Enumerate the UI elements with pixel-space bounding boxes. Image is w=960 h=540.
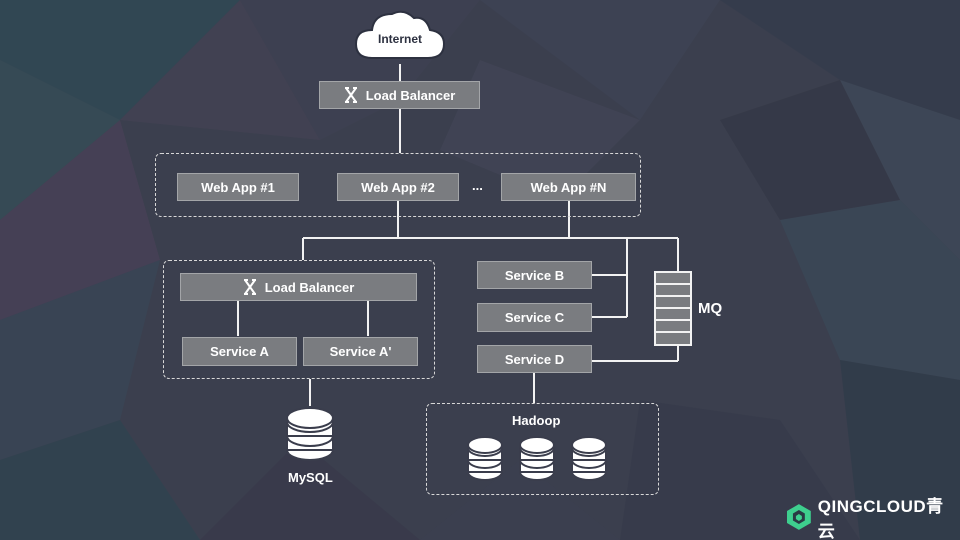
hadoop-database-icon-1 (467, 436, 503, 481)
web-app-2: Web App #2 (337, 173, 459, 201)
qingcloud-logo-icon (786, 504, 811, 530)
web-app-2-label: Web App #2 (361, 179, 435, 195)
service-a: Service A (182, 337, 297, 366)
service-c-label: Service C (504, 310, 565, 325)
hadoop-group (426, 403, 659, 495)
service-b: Service B (477, 261, 592, 289)
web-app-n-label: Web App #N (530, 179, 607, 195)
service-d: Service D (477, 345, 592, 373)
web-app-group (155, 153, 641, 217)
inner-load-balancer-label: Load Balancer (264, 279, 355, 295)
web-app-ellipsis: ... (472, 178, 483, 193)
hadoop-label: Hadoop (512, 413, 561, 428)
service-a-prime-label: Service A' (329, 344, 392, 359)
service-d-label: Service D (504, 351, 565, 367)
service-b-label: Service B (504, 267, 565, 283)
load-balancer-icon (243, 279, 256, 295)
load-balancer-icon (344, 87, 357, 103)
service-a-group (163, 260, 435, 379)
internet-label: Internet (377, 32, 422, 46)
inner-load-balancer: Load Balancer (180, 273, 417, 301)
top-load-balancer-label: Load Balancer (365, 87, 456, 103)
cloud-icon (354, 10, 446, 59)
mysql-label: MySQL (288, 470, 333, 485)
web-app-n: Web App #N (501, 173, 636, 201)
message-queue-icon (654, 271, 692, 346)
service-c: Service C (477, 303, 592, 332)
brand-name: QINGCLOUD青云 (817, 497, 944, 540)
internet-cloud: Internet (352, 6, 448, 64)
hadoop-database-icon-3 (571, 436, 607, 481)
service-a-label: Service A (210, 344, 269, 359)
mq-label: MQ (698, 300, 723, 317)
brand-logo: QINGCLOUD青云 (786, 492, 960, 540)
web-app-1-label: Web App #1 (201, 179, 275, 195)
web-app-1: Web App #1 (177, 173, 299, 201)
top-load-balancer: Load Balancer (319, 81, 480, 109)
hadoop-database-icon-2 (519, 436, 555, 481)
mysql-database-icon (286, 407, 334, 461)
service-a-prime: Service A' (303, 337, 418, 366)
